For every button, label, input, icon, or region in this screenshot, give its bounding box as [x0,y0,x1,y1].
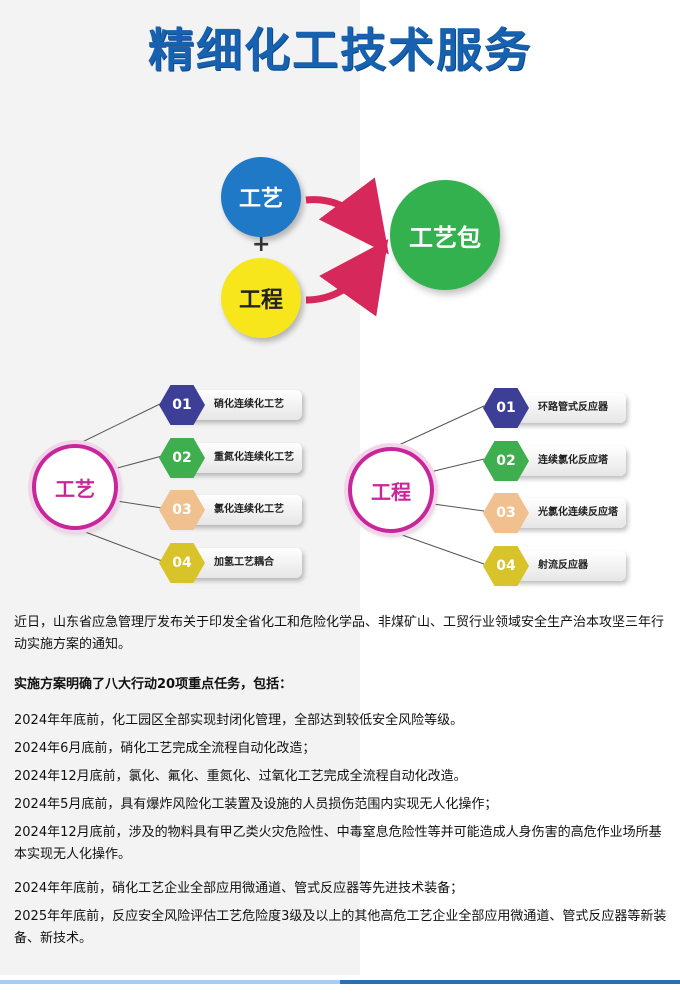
hex-number-badge: 03 [483,493,529,533]
plus-sign: + [252,232,271,257]
engineering-item-label: 连续氯化反应塔 [538,455,608,466]
craft-item-label: 重氮化连续化工艺 [214,452,294,463]
craft-item-label: 硝化连续化工艺 [214,399,284,410]
task-item: 2024年5月底前，具有爆炸风险化工装置及设施的人员损伤范围内实现无人化操作； [14,797,498,812]
task-item: 2025年年底前，反应安全风险评估工艺危险度3级及以上的其他高危工艺企业全部应用… [14,909,667,946]
engineering-circle: 工程 [221,258,301,338]
task-item: 2024年年底前，化工园区全部实现封闭化管理，全部达到较低安全风险等级。 [14,713,464,728]
intro-paragraph: 近日，山东省应急管理厅发布关于印发全省化工和危险化学品、非煤矿山、工贸行业领域安… [14,615,665,652]
craft-item-label: 加氢工艺耦合 [214,557,274,568]
engineering-item-label: 光氯化连续反应塔 [538,507,618,518]
task-item: 2024年12月底前，氯化、氟化、重氮化、过氧化工艺完成全流程自动化改造。 [14,769,467,784]
craft-hub-lines [71,402,163,562]
arrow-craft-to-package [305,177,389,255]
task-item: 2024年12月底前，涉及的物料具有甲乙类火灾危险性、中毒窒息危险性等并可能造成… [14,825,662,862]
craft-item-label: 氯化连续化工艺 [214,504,284,515]
connector-lines [71,177,485,565]
engineering-item-label: 射流反应器 [538,560,588,571]
page-title: 精细化工技术服务 [148,23,532,77]
engineering-item-label: 环路管式反应器 [538,402,608,413]
arrow-engineering-to-package [305,239,389,317]
task-item: 2024年6月底前，硝化工艺完成全流程自动化改造； [14,741,316,756]
hex-number-badge: 04 [159,543,205,583]
tasks-heading: 实施方案明确了八大行动20项重点任务，包括： [14,677,293,692]
process-package-circle: 工艺包 [390,180,500,290]
engineering-hub-lines [387,405,485,565]
engineering-hub-circle: 工程 [348,447,434,533]
craft-hub-circle: 工艺 [32,444,118,530]
hex-number-badge: 04 [483,546,529,586]
bottom-divider [0,980,680,984]
task-item: 2024年年底前，硝化工艺企业全部应用微通道、管式反应器等先进技术装备； [14,881,464,896]
craft-circle: 工艺 [221,157,301,237]
